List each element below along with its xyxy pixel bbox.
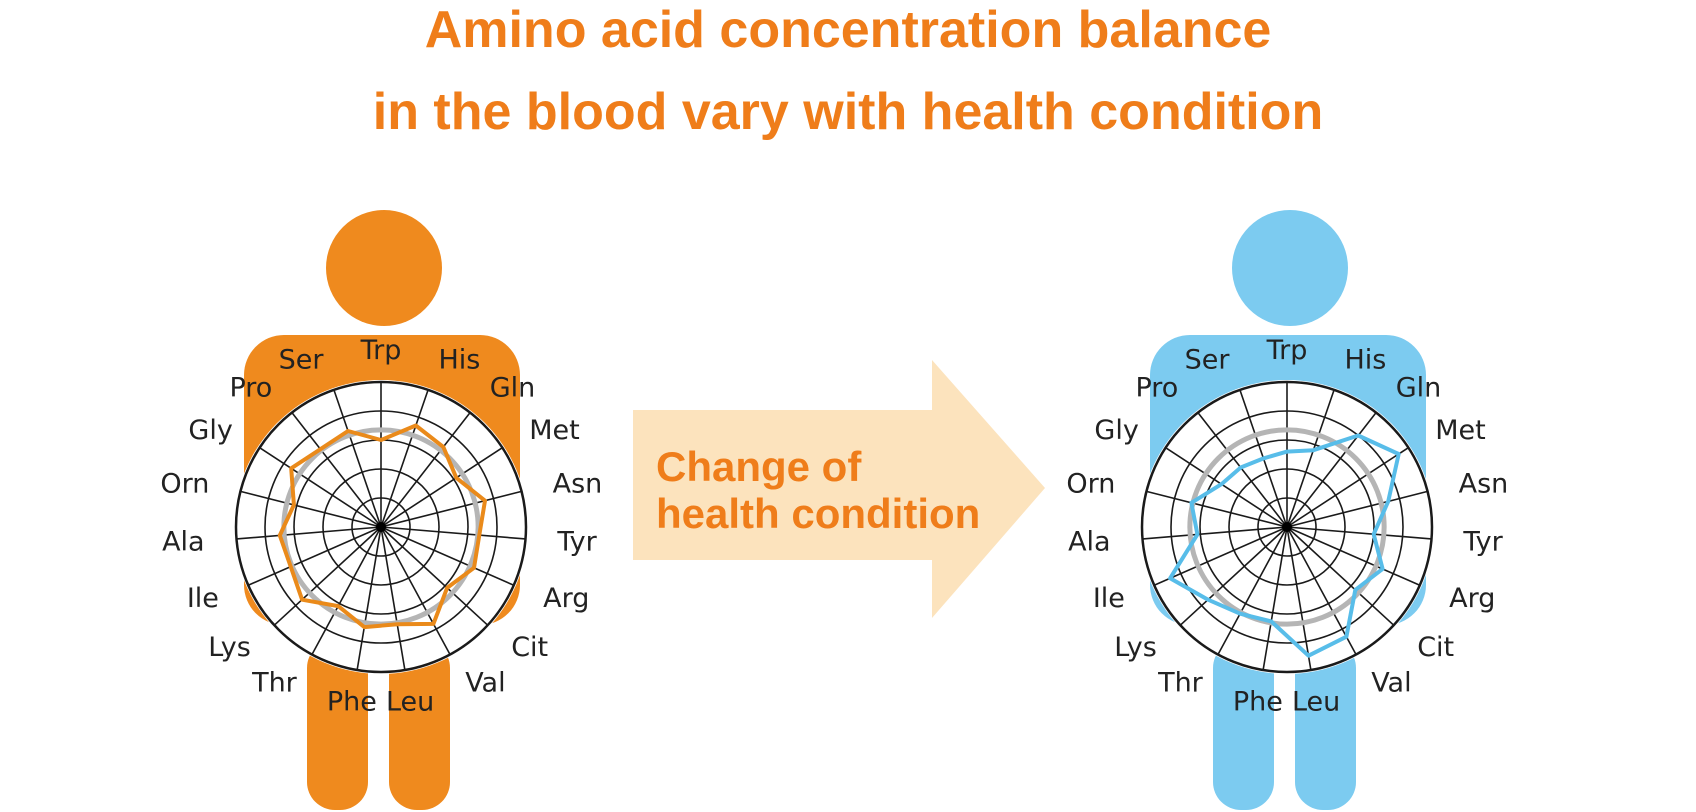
axis-label-tyr: Tyr	[556, 527, 597, 558]
radar-spoke	[1286, 526, 1357, 655]
baseline-ring	[1187, 427, 1387, 627]
axis-label-met: Met	[1435, 415, 1486, 446]
axis-label-gln: Gln	[1396, 372, 1442, 403]
axis-label-arg: Arg	[1449, 583, 1495, 614]
radar-spoke	[1142, 526, 1288, 540]
axis-label-leu: Leu	[1292, 687, 1340, 718]
radar-spoke	[356, 526, 382, 671]
axis-label-ala: Ala	[162, 527, 205, 558]
radar-spoke	[380, 526, 451, 655]
axis-label-val: Val	[1371, 668, 1411, 699]
axis-label-his: His	[439, 345, 481, 376]
axis-label-pro: Pro	[1135, 372, 1178, 403]
radar-spoke	[1286, 490, 1428, 528]
series-line	[277, 423, 487, 630]
axis-label-his: His	[1345, 345, 1387, 376]
radar-spoke	[380, 526, 526, 540]
person-head	[326, 210, 442, 326]
radar-spoke	[1217, 526, 1288, 655]
radar-spoke	[1165, 447, 1288, 528]
axis-label-leu: Leu	[386, 687, 434, 718]
axis-label-lys: Lys	[208, 632, 251, 663]
radar-spoke	[1286, 526, 1312, 671]
person-left-leg	[307, 640, 368, 810]
radar-spoke	[1262, 526, 1288, 671]
radar-spoke	[380, 526, 515, 586]
radar-spoke	[1286, 526, 1395, 626]
radar-center	[376, 522, 386, 532]
axis-label-ala: Ala	[1068, 527, 1111, 558]
axis-label-gln: Gln	[490, 372, 536, 403]
radar-spoke	[1197, 412, 1288, 528]
axis-label-phe: Phe	[327, 687, 377, 718]
radar-spoke	[240, 490, 382, 528]
radar-spoke	[380, 412, 471, 528]
arrow-shape	[633, 360, 1045, 618]
title-line-1: Amino acid concentration balance	[424, 1, 1272, 59]
radar-center	[1282, 522, 1292, 532]
person-head	[1232, 210, 1348, 326]
axis-label-thr: Thr	[1157, 668, 1204, 699]
axis-label-ser: Ser	[1185, 345, 1231, 376]
axis-label-ile: Ile	[187, 583, 219, 614]
radar-spoke	[1146, 490, 1288, 528]
axis-label-arg: Arg	[543, 583, 589, 614]
radar-spoke	[1179, 526, 1288, 626]
radar-spoke	[291, 412, 382, 528]
axis-label-gly: Gly	[1094, 415, 1138, 446]
radar-spoke	[247, 526, 382, 586]
arrow-text-line-1: Change of	[656, 443, 862, 490]
radar-spoke	[380, 389, 429, 528]
radar-spoke	[380, 526, 406, 671]
axis-label-met: Met	[529, 415, 580, 446]
axis-label-trp: Trp	[1266, 335, 1308, 366]
change-arrow: Change of health condition	[633, 360, 1045, 618]
arrow-text-line-2: health condition	[656, 490, 980, 537]
radar-spoke	[259, 447, 382, 528]
axis-label-cit: Cit	[1417, 632, 1454, 663]
axis-label-cit: Cit	[511, 632, 548, 663]
radar-spoke	[1286, 389, 1335, 528]
radar-spoke	[311, 526, 382, 655]
series-line	[1168, 433, 1401, 658]
radar-spoke	[1286, 526, 1432, 540]
radar-spoke	[333, 389, 382, 528]
axis-label-phe: Phe	[1233, 687, 1283, 718]
axis-label-trp: Trp	[360, 335, 402, 366]
person-right-leg	[1295, 640, 1356, 810]
axis-label-thr: Thr	[251, 668, 298, 699]
title-line-2: in the blood vary with health condition	[372, 83, 1324, 141]
axis-label-ser: Ser	[279, 345, 325, 376]
radar-spoke	[380, 447, 503, 528]
axis-label-pro: Pro	[229, 372, 272, 403]
radar-spoke	[1286, 447, 1409, 528]
radar-spoke	[380, 490, 522, 528]
radar-spoke	[1286, 526, 1421, 586]
radar-spoke	[380, 526, 489, 626]
axis-label-gly: Gly	[188, 415, 232, 446]
person-right-leg	[389, 640, 450, 810]
person-left-leg	[1213, 640, 1274, 810]
axis-label-orn: Orn	[1066, 469, 1115, 500]
radar-spoke	[236, 526, 382, 540]
axis-label-asn: Asn	[553, 469, 603, 500]
axis-label-tyr: Tyr	[1462, 527, 1503, 558]
radar-spoke	[1286, 412, 1377, 528]
axis-label-orn: Orn	[160, 469, 209, 500]
axis-label-val: Val	[465, 668, 505, 699]
radar-spoke	[1153, 526, 1288, 586]
axis-label-ile: Ile	[1093, 583, 1125, 614]
axis-label-lys: Lys	[1114, 632, 1157, 663]
axis-label-asn: Asn	[1459, 469, 1509, 500]
radar-spoke	[273, 526, 382, 626]
